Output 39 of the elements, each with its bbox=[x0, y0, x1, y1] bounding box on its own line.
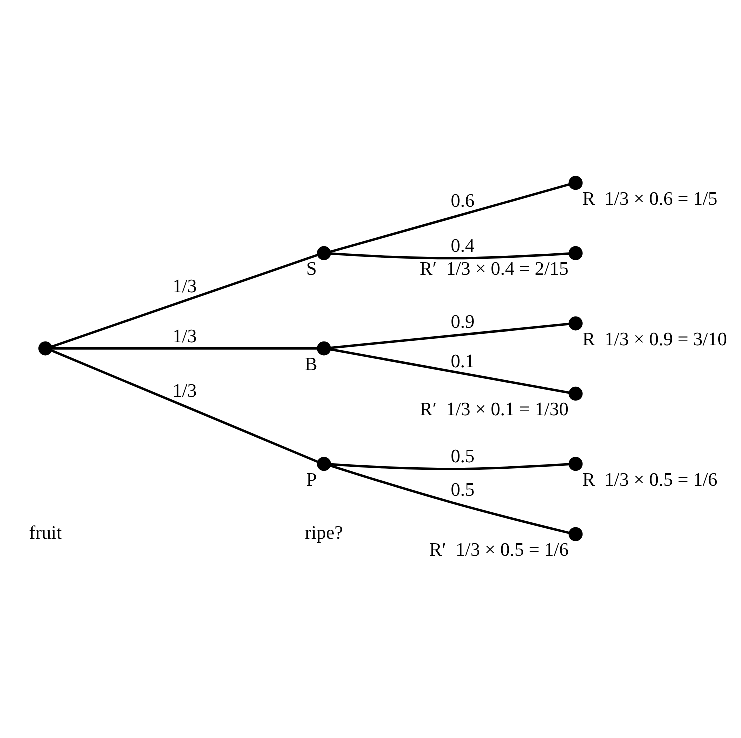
edge-label: 0.6 bbox=[450, 190, 475, 212]
node-circle bbox=[568, 316, 583, 330]
connector bbox=[52, 346, 318, 350]
connector bbox=[331, 252, 570, 260]
node-circle bbox=[568, 456, 583, 471]
connector bbox=[52, 349, 318, 463]
node-label: R′ 1/3 × 0.1 = 1/30 bbox=[420, 399, 569, 420]
node-circle bbox=[38, 341, 53, 356]
edge-label: 0.5 bbox=[450, 446, 475, 468]
connector bbox=[331, 462, 570, 470]
node-label: S bbox=[306, 258, 318, 280]
edge-label: 0.1 bbox=[450, 350, 475, 372]
connector bbox=[330, 183, 570, 253]
node-circle bbox=[317, 341, 332, 356]
edge-label: 0.5 bbox=[450, 480, 475, 501]
edge-label: 0.9 bbox=[450, 312, 475, 333]
edge-label: 1/3 bbox=[172, 326, 198, 347]
node-circle bbox=[317, 246, 332, 260]
node-circle bbox=[568, 386, 583, 400]
label: ripe? bbox=[305, 522, 344, 544]
node-label: R′ 1/3 × 0.4 = 2/15 bbox=[420, 258, 569, 280]
node-label: R 1/3 × 0.9 = 3/10 bbox=[582, 328, 728, 350]
node-circle bbox=[317, 456, 332, 471]
connector bbox=[330, 322, 570, 349]
node-label: R 1/3 × 0.5 = 1/6 bbox=[582, 469, 718, 490]
label: fruit bbox=[29, 522, 62, 544]
node-circle bbox=[568, 176, 583, 190]
edge-label: 0.4 bbox=[450, 236, 475, 256]
edge-label: 1/3 bbox=[172, 380, 198, 402]
node-label: B bbox=[304, 354, 318, 375]
node-circle bbox=[568, 526, 583, 541]
node-label: R 1/3 × 0.6 = 1/5 bbox=[582, 188, 718, 210]
connector bbox=[330, 464, 570, 534]
connector bbox=[52, 254, 318, 348]
connector bbox=[330, 348, 570, 394]
edge-label: 1/3 bbox=[172, 276, 198, 297]
node-circle bbox=[568, 246, 583, 260]
node-label: P bbox=[306, 469, 318, 490]
node-label: R′ 1/3 × 0.5 = 1/6 bbox=[430, 540, 569, 561]
